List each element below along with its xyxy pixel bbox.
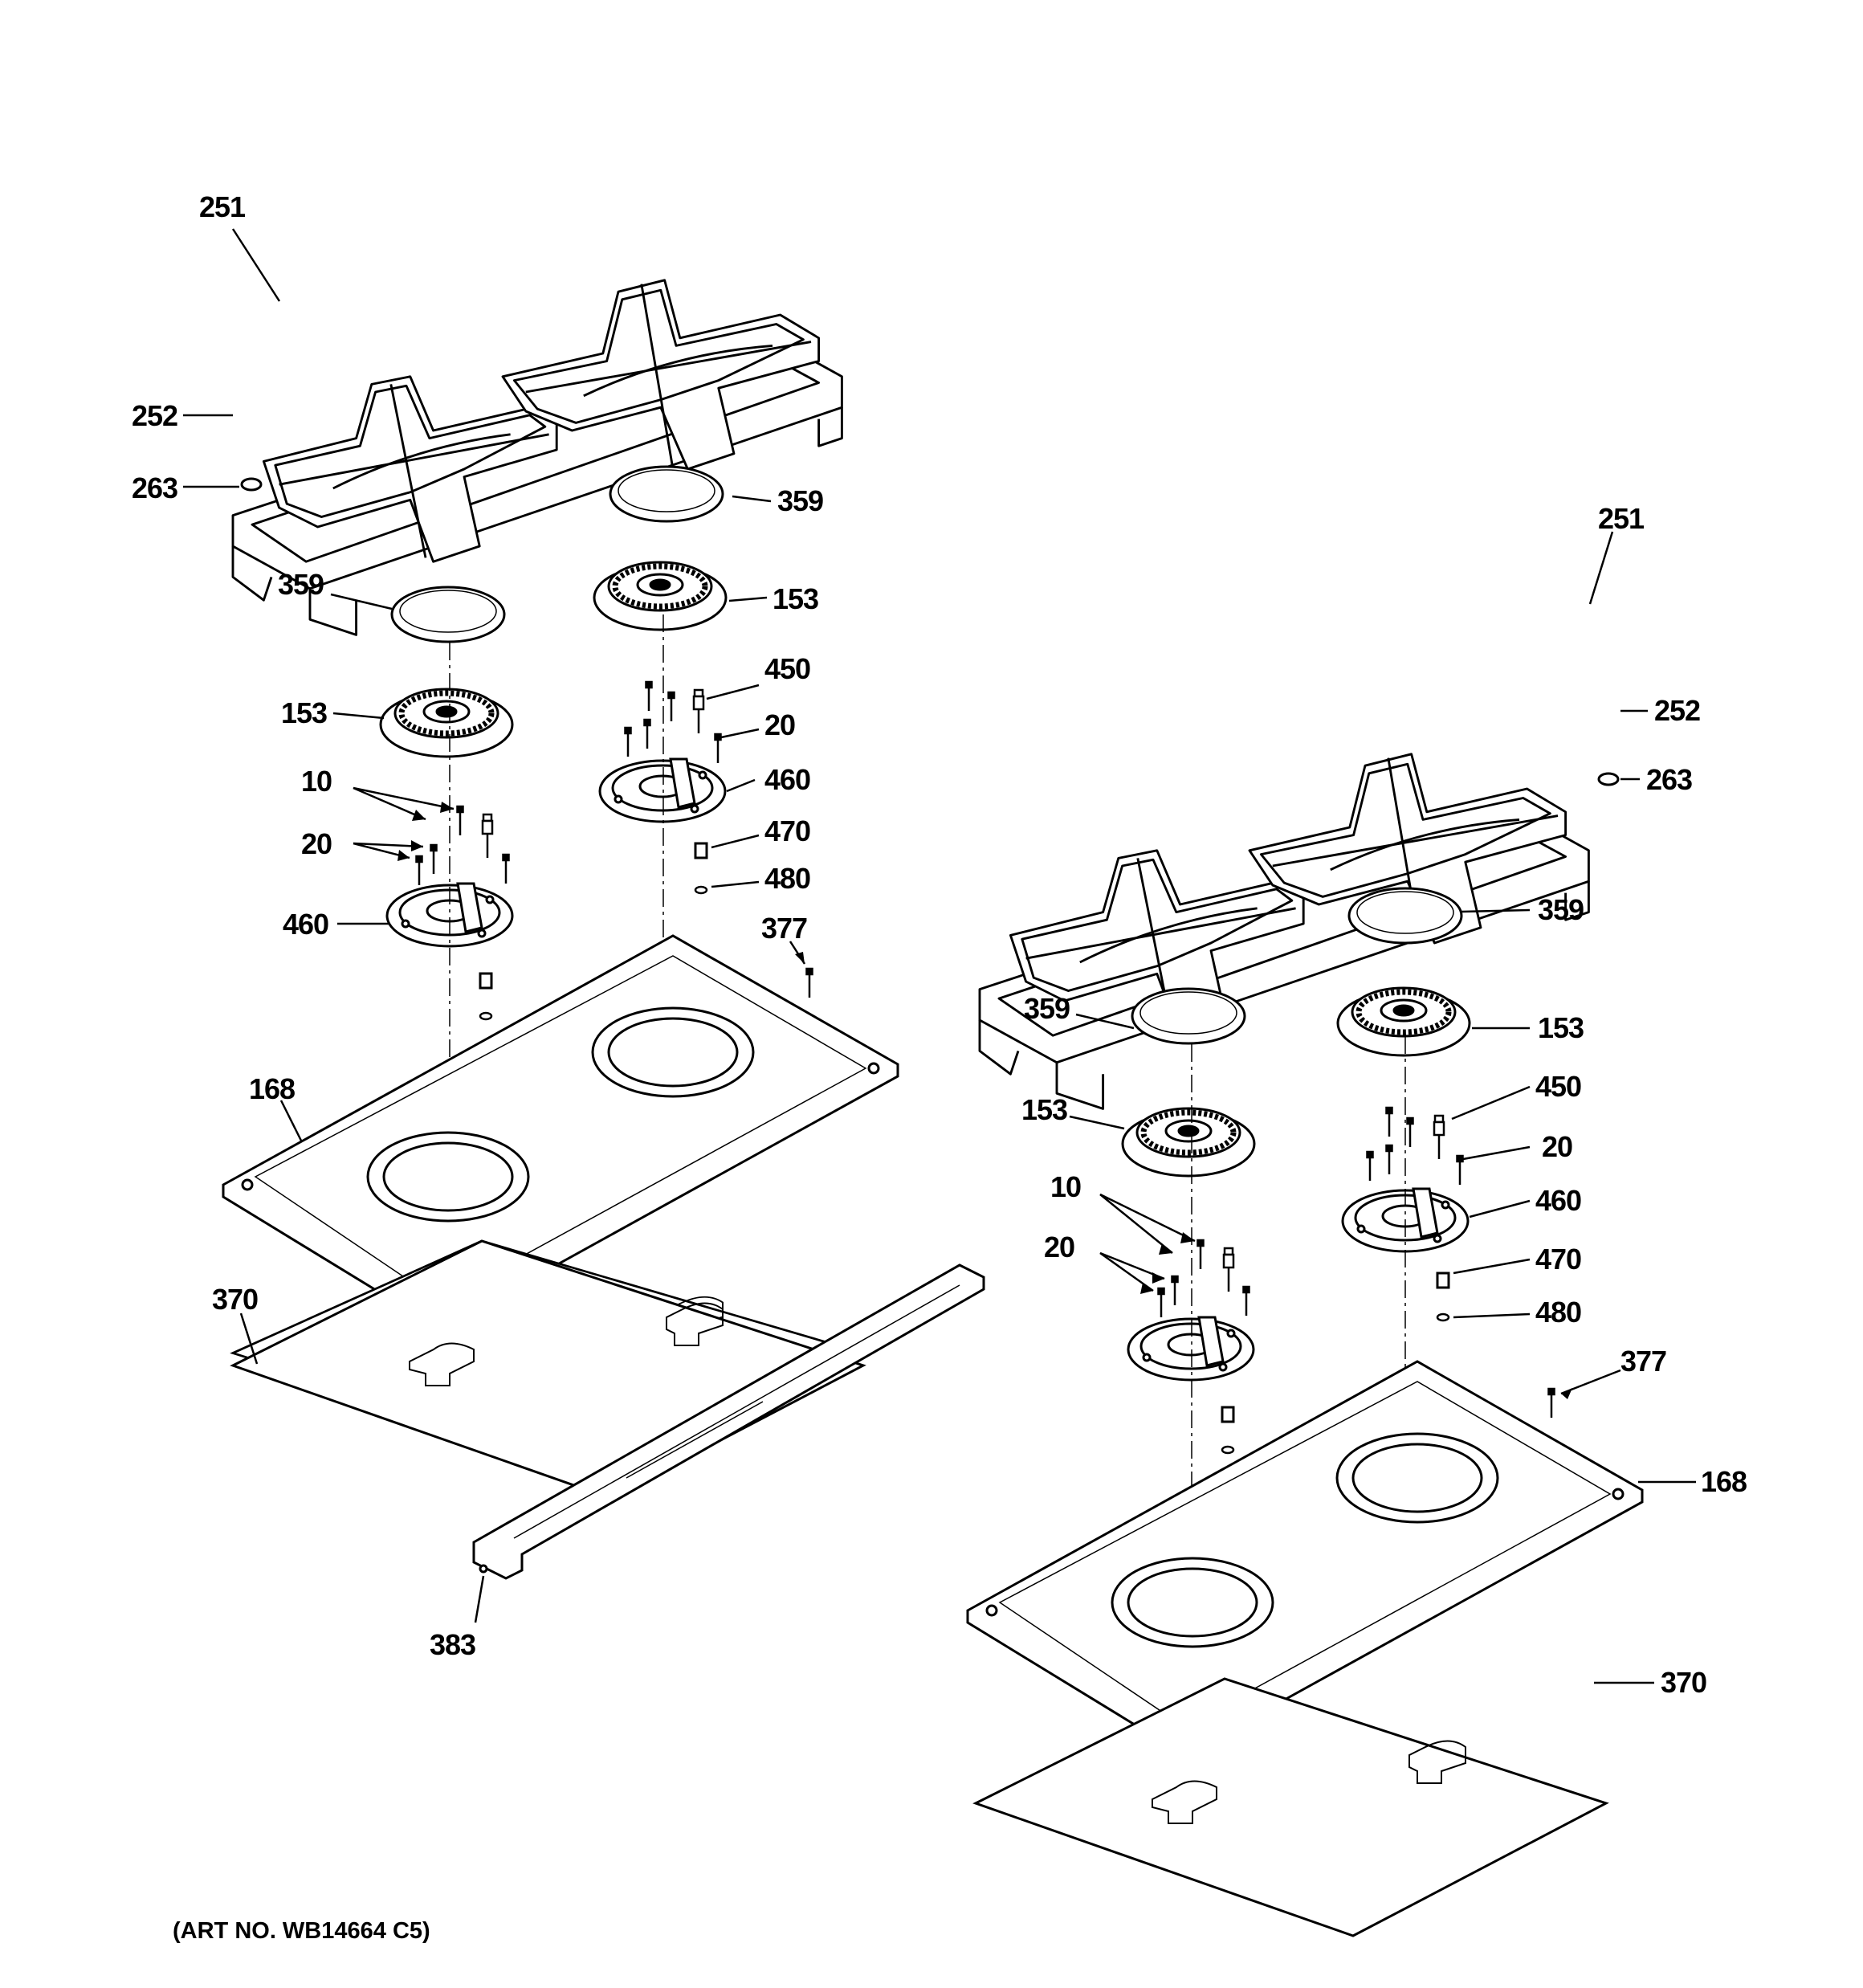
- left-base-rear: [598, 757, 727, 823]
- label-right-168: 168: [1701, 1465, 1747, 1498]
- label-left-168: 168: [249, 1072, 296, 1105]
- left-insulation: [231, 1239, 865, 1500]
- label-left-359-rear: 359: [777, 484, 824, 517]
- label-right-359-front: 359: [1024, 992, 1070, 1025]
- arrow-heads: [397, 802, 1572, 1399]
- label-right-460-rear: 460: [1535, 1184, 1582, 1217]
- label-right-10: 10: [1050, 1170, 1082, 1203]
- label-left-153-front: 153: [281, 696, 328, 729]
- right-grate-assembly: [978, 753, 1590, 1110]
- right-cap-rear: [1347, 887, 1463, 945]
- left-cap-rear: [609, 465, 724, 523]
- label-left-377: 377: [761, 912, 808, 945]
- label-left-383: 383: [430, 1628, 476, 1661]
- label-left-450: 450: [764, 652, 811, 685]
- label-right-252: 252: [1654, 694, 1701, 727]
- right-base-front: [1127, 1316, 1255, 1382]
- left-grate-assembly: [231, 279, 843, 636]
- label-left-263: 263: [132, 471, 178, 504]
- label-right-263: 263: [1646, 763, 1693, 796]
- left-bracket: [472, 1263, 985, 1580]
- label-left-470: 470: [764, 814, 811, 847]
- label-right-377: 377: [1620, 1345, 1667, 1378]
- label-left-359-front: 359: [278, 568, 324, 601]
- label-right-153-front: 153: [1021, 1093, 1068, 1126]
- label-left-20-rear: 20: [764, 708, 796, 741]
- art-number: (ART NO. WB14664 C5): [173, 1918, 430, 1944]
- right-head-rear: [1338, 988, 1470, 1055]
- label-left-370: 370: [212, 1283, 259, 1316]
- label-right-20-front: 20: [1044, 1231, 1075, 1263]
- left-cap-front: [390, 586, 506, 643]
- label-right-20-rear: 20: [1542, 1130, 1573, 1163]
- left-head-rear: [594, 562, 726, 630]
- label-right-450: 450: [1535, 1070, 1582, 1103]
- label-right-370: 370: [1661, 1666, 1707, 1699]
- label-right-251: 251: [1598, 502, 1645, 535]
- label-left-460-rear: 460: [764, 763, 811, 796]
- left-foot: [240, 477, 263, 492]
- label-left-460-front: 460: [283, 908, 329, 941]
- label-left-480: 480: [764, 862, 811, 895]
- label-right-480: 480: [1535, 1296, 1582, 1329]
- label-right-470: 470: [1535, 1243, 1582, 1276]
- right-insulation: [974, 1677, 1608, 1937]
- label-left-251: 251: [199, 190, 246, 223]
- leader-lines: [183, 228, 1696, 1684]
- label-left-153-rear: 153: [773, 582, 819, 615]
- label-left-20-front: 20: [301, 827, 332, 860]
- label-left-252: 252: [132, 399, 178, 432]
- right-foot: [1597, 772, 1620, 786]
- label-right-359-rear: 359: [1538, 893, 1584, 926]
- left-head-front: [381, 689, 512, 757]
- right-head-front: [1123, 1108, 1254, 1176]
- right-burner-box: [966, 1360, 1644, 1757]
- label-left-10: 10: [301, 765, 332, 798]
- right-cap-front: [1131, 987, 1246, 1045]
- label-right-153-rear: 153: [1538, 1011, 1584, 1044]
